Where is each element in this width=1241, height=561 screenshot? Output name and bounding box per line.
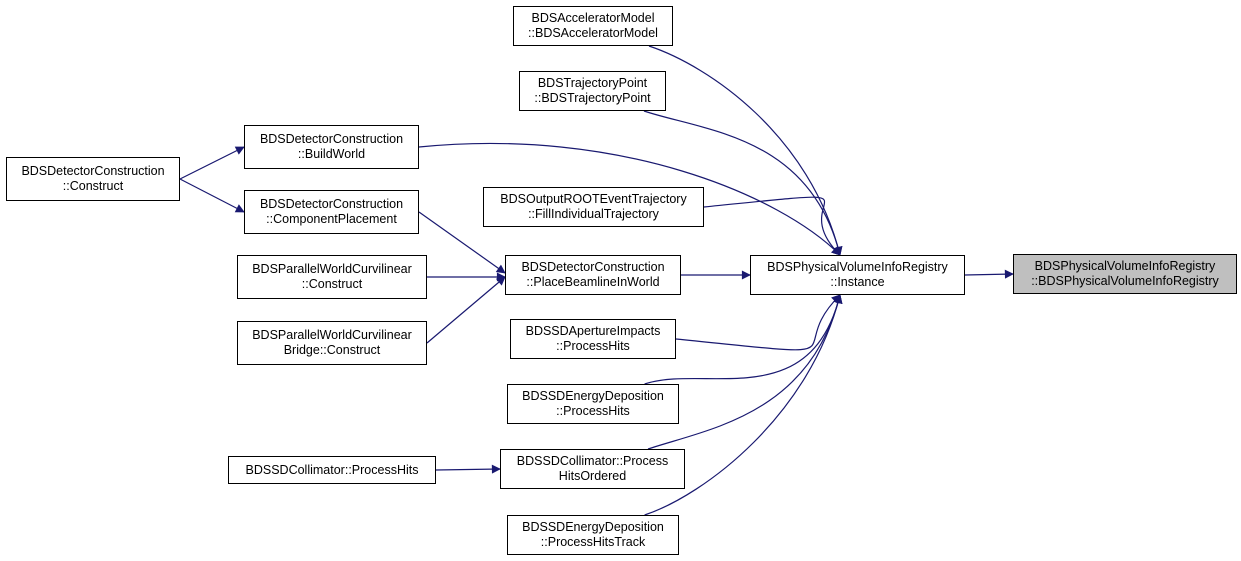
edge-pwcb_construct-to-placebeamline	[426, 276, 506, 344]
edge-fillindividual-to-instance	[703, 196, 841, 256]
edge-aperture-to-instance	[675, 294, 841, 351]
node-label-line: BDSDetectorConstruction	[21, 164, 165, 178]
node-label-line: BDSOutputROOTEventTrajectory	[500, 192, 687, 206]
graph-node-construct[interactable]: BDSDetectorConstruction::Construct	[6, 157, 180, 201]
node-label-line: ::ComponentPlacement	[266, 212, 397, 226]
node-label-line: BDSAcceleratorModel	[531, 11, 655, 25]
node-label-line: BDSSDCollimator::ProcessHits	[245, 462, 419, 477]
edge-instance-to-registry_ctor	[964, 269, 1014, 279]
node-label-line: ::BDSTrajectoryPoint	[534, 91, 651, 105]
node-label-line: ::ProcessHitsTrack	[540, 535, 646, 549]
node-label-line: BDSDetectorConstruction	[521, 260, 665, 274]
node-label-line: BDSSDCollimator::Process	[516, 454, 669, 468]
node-label-line: BDSSDEnergyDeposition	[522, 389, 664, 403]
graph-node-energydep[interactable]: BDSSDEnergyDeposition::ProcessHits	[507, 384, 679, 424]
graph-node-fillindividual[interactable]: BDSOutputROOTEventTrajectory::FillIndivi…	[483, 187, 704, 227]
node-label-line: ::Construct	[301, 277, 363, 291]
graph-node-trajectorypoint[interactable]: BDSTrajectoryPoint::BDSTrajectoryPoint	[519, 71, 666, 111]
node-label-line: ::BDSAcceleratorModel	[528, 26, 658, 40]
edge-trajectorypoint-to-instance	[643, 110, 843, 256]
node-label-line: BDSTrajectoryPoint	[537, 76, 648, 90]
node-label-line: BDSDetectorConstruction	[259, 197, 404, 211]
node-label-line: BDSSDApertureImpacts	[525, 324, 661, 338]
node-label-line: ::FillIndividualTrajectory	[528, 207, 659, 221]
edge-collimator_hits-to-collimator_ordered	[435, 464, 501, 474]
graph-node-placebeamline[interactable]: BDSDetectorConstruction::PlaceBeamlineIn…	[505, 255, 681, 295]
node-label-line: BDSSDEnergyDeposition	[522, 520, 664, 534]
node-label-line: ::Construct	[62, 179, 124, 193]
graph-node-aperture[interactable]: BDSSDApertureImpacts::ProcessHits	[510, 319, 676, 359]
edge-construct-to-componentplacement	[179, 178, 245, 213]
node-label-line: ::BuildWorld	[297, 147, 366, 161]
edge-componentplacement-to-placebeamline	[418, 211, 506, 274]
edge-acceleratormodel-to-instance	[648, 45, 843, 256]
edge-collimator_ordered-to-instance	[647, 294, 843, 450]
node-label-line: BDSPhysicalVolumeInfoRegistry	[1034, 259, 1216, 273]
node-label-line: BDSParallelWorldCurvilinear	[252, 262, 412, 276]
node-label-line: HitsOrdered	[558, 469, 627, 483]
node-label-line: ::BDSPhysicalVolumeInfoRegistry	[1031, 274, 1219, 288]
edge-energydep_track-to-instance	[644, 294, 843, 516]
node-label-line: ::ProcessHits	[556, 339, 630, 353]
graph-node-registry-ctor: BDSPhysicalVolumeInfoRegistry::BDSPhysic…	[1013, 254, 1237, 294]
edge-buildworld-to-instance	[418, 142, 841, 256]
graph-node-buildworld[interactable]: BDSDetectorConstruction::BuildWorld	[244, 125, 419, 169]
edge-construct-to-buildworld	[179, 146, 245, 180]
node-label-line: Bridge::Construct	[283, 343, 381, 357]
node-label-line: BDSDetectorConstruction	[259, 132, 404, 146]
graph-node-pwc-construct[interactable]: BDSParallelWorldCurvilinear::Construct	[237, 255, 427, 299]
graph-node-acceleratormodel[interactable]: BDSAcceleratorModel::BDSAcceleratorModel	[513, 6, 673, 46]
graph-node-instance[interactable]: BDSPhysicalVolumeInfoRegistry::Instance	[750, 255, 965, 295]
node-label-line: ::ProcessHits	[556, 404, 630, 418]
node-label-line: ::PlaceBeamlineInWorld	[526, 275, 660, 289]
node-label-line: ::Instance	[830, 275, 885, 289]
graph-node-collimator-hits[interactable]: BDSSDCollimator::ProcessHits	[228, 456, 436, 484]
graph-node-componentplacement[interactable]: BDSDetectorConstruction::ComponentPlacem…	[244, 190, 419, 234]
node-label-line: BDSParallelWorldCurvilinear	[252, 328, 412, 342]
edge-energydep-to-instance	[644, 294, 843, 385]
node-label-line: BDSPhysicalVolumeInfoRegistry	[767, 260, 948, 274]
graph-node-energydep-track[interactable]: BDSSDEnergyDeposition::ProcessHitsTrack	[507, 515, 679, 555]
